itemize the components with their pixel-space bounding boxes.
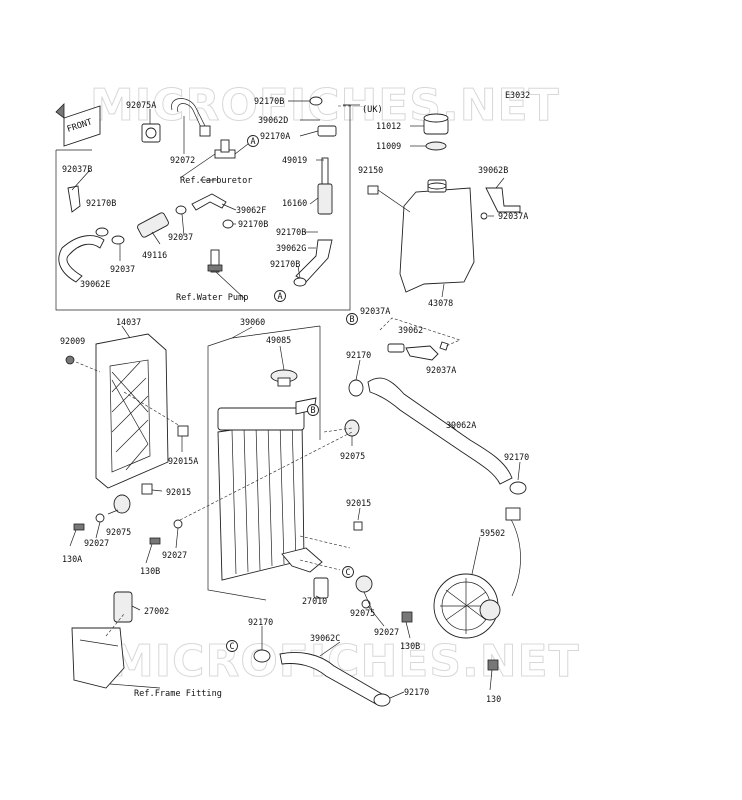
- part-label: 92015: [166, 487, 191, 497]
- part-label: 92170: [248, 617, 273, 627]
- part-label: 92170B: [238, 219, 268, 229]
- part-label: 27010: [302, 596, 327, 606]
- part-label: 39062D: [258, 115, 288, 125]
- part-label: 92072: [170, 155, 195, 165]
- radiator-shroud: [95, 333, 169, 489]
- fan-assembly: [433, 507, 521, 639]
- part-label: 92170: [346, 350, 371, 360]
- part-label: 130B: [140, 566, 160, 576]
- part-label: 39062E: [80, 279, 110, 289]
- part-label: 43078: [428, 298, 453, 308]
- part-label: 11012: [376, 121, 401, 131]
- callout-b-right: B: [311, 405, 316, 415]
- part-labels: 92075A 92072 92170B 39062D 92170A 49019 …: [60, 96, 529, 704]
- callout-b-top: B: [350, 314, 355, 324]
- water-pump-fitting: [210, 249, 220, 273]
- callout-a-top: A: [251, 136, 256, 146]
- part-label: 92037: [168, 232, 193, 242]
- part-label: 14037: [116, 317, 141, 327]
- part-label: 92170: [404, 687, 429, 697]
- part-label: 92170B: [270, 259, 300, 269]
- part-label: 39062F: [236, 205, 266, 215]
- part-label: 92037B: [62, 164, 92, 174]
- callout-c-left: C: [230, 641, 235, 651]
- part-16160: [317, 183, 333, 215]
- part-label: 92075A: [126, 100, 156, 110]
- part-label: 39062A: [446, 420, 476, 430]
- part-label: 92170: [504, 452, 529, 462]
- dashed-leaders: [105, 391, 353, 637]
- uk-label: (UK): [362, 105, 383, 115]
- reservoir-tank: [399, 187, 475, 293]
- part-label: 92037: [110, 264, 135, 274]
- part-label: 11009: [376, 141, 401, 151]
- part-label: 92015A: [168, 456, 198, 466]
- bracket-27002: [71, 627, 125, 689]
- part-label: 49116: [142, 250, 167, 260]
- bolt-130b-right: [401, 611, 413, 623]
- part-label: 39062G: [276, 243, 306, 253]
- part-label: 92075: [106, 527, 131, 537]
- leader-lines: [69, 100, 521, 699]
- hose-39062a: [367, 377, 513, 485]
- front-arrow-icon: FRONT: [55, 103, 101, 147]
- clip-92037b: [67, 185, 81, 213]
- part-label: 92037A: [498, 211, 528, 221]
- part-label: 49019: [282, 155, 307, 165]
- radiator-frame: [207, 337, 267, 601]
- part-label: 92037A: [360, 306, 390, 316]
- part-label: 39062: [398, 325, 423, 335]
- callout-markers: A A B B C C: [226, 135, 358, 652]
- callout-c-right: C: [346, 567, 351, 577]
- part-label: 92009: [60, 336, 85, 346]
- sensor-27010: [313, 577, 329, 599]
- ref-carburetor: Ref.Carburetor: [180, 176, 252, 186]
- part-label: 39062B: [478, 165, 508, 175]
- bolt-92009: [65, 355, 75, 365]
- part-label: 39060: [240, 317, 265, 327]
- part-label: 27002: [144, 606, 169, 616]
- part-label: 92027: [374, 627, 399, 637]
- band: [171, 98, 209, 133]
- callout-a-bottom: A: [278, 291, 283, 301]
- watermark-top: MICROFICHES.NET: [90, 80, 560, 131]
- part-label: 92170B: [254, 96, 284, 106]
- part-label: 92170A: [260, 131, 290, 141]
- part-label: 16160: [282, 198, 307, 208]
- part-label: 92150: [358, 165, 383, 175]
- cap-11009: [425, 141, 447, 151]
- part-label: 92027: [162, 550, 187, 560]
- hose-39062: [405, 345, 439, 361]
- part-label: 92037A: [426, 365, 456, 375]
- part-label: 92170B: [276, 227, 306, 237]
- part-49019: [321, 157, 329, 185]
- part-label: 92075: [340, 451, 365, 461]
- hose-39062b: [485, 187, 521, 213]
- part-label: 130: [486, 694, 501, 704]
- part-label: 130B: [400, 641, 420, 651]
- hose-39062f: [191, 193, 227, 211]
- part-label: 49085: [266, 335, 291, 345]
- part-label: 59502: [480, 528, 505, 538]
- ref-frame-fitting: Ref.Frame Fitting: [134, 689, 222, 699]
- filter-49116: [137, 212, 169, 238]
- part-label: 130A: [62, 554, 82, 564]
- diagram-code: E3032: [505, 90, 530, 100]
- part-label: 92075: [350, 608, 375, 618]
- part-label: 92170B: [86, 198, 116, 208]
- part-label: 92027: [84, 538, 109, 548]
- bolt-130a: [73, 523, 85, 531]
- part-label: 92015: [346, 498, 371, 508]
- hose-39062e: [58, 235, 105, 283]
- ref-water-pump: Ref.Water Pump: [176, 293, 248, 303]
- part-label: 39062C: [310, 633, 340, 643]
